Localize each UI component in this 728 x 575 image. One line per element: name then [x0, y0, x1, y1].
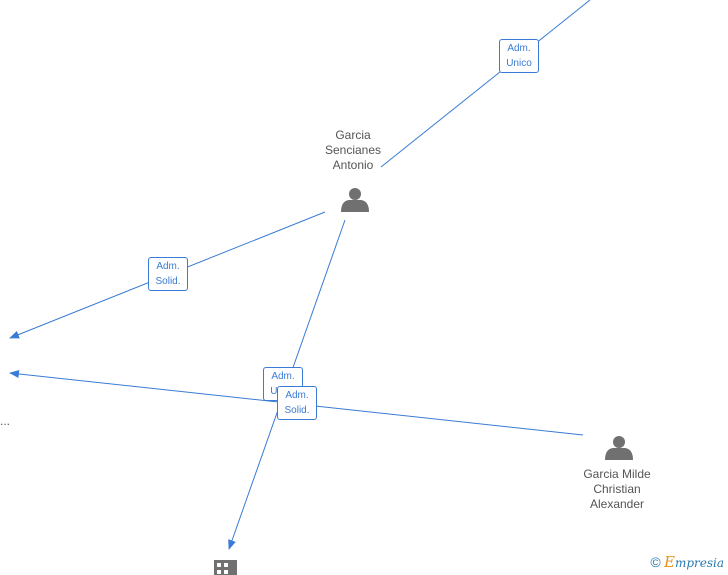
edge-top [380, 0, 591, 168]
brand-initial: E [663, 553, 675, 571]
label-line: Garcia Milde [583, 467, 651, 481]
edge-label-center-front[interactable]: Adm. Solid. [277, 386, 317, 420]
building-icon[interactable] [214, 560, 237, 575]
copyright-symbol: © [650, 554, 661, 570]
brand-name: mpresia [674, 556, 724, 570]
person-icon[interactable] [341, 188, 369, 212]
label-line: Garcia [335, 128, 371, 142]
empresia-watermark: © Empresia [650, 553, 724, 571]
edge-label-line: Adm. [285, 390, 309, 401]
edge-label-line: Unico [506, 58, 532, 69]
person-icon[interactable] [605, 436, 633, 460]
edge-label-top[interactable]: Adm. Unico [499, 39, 539, 73]
label-line: Christian [593, 482, 641, 496]
edge-label-line: Adm. [271, 371, 295, 382]
edge-label-line: Adm. [156, 261, 180, 272]
label-line: Alexander [589, 497, 645, 511]
edge-label-line: Solid. [284, 405, 310, 416]
truncated-node-label: ... [0, 414, 11, 428]
edge-label-line: Solid. [155, 276, 181, 287]
label-line: Sencianes [324, 143, 382, 157]
edge-label-left[interactable]: Adm. Solid. [148, 257, 188, 291]
node-label-garcia-sencianes[interactable]: Garcia Sencianes Antonio [293, 128, 413, 173]
edge-label-line: Adm. [507, 43, 531, 54]
node-label-garcia-milde[interactable]: Garcia Milde Christian Alexander [557, 467, 677, 512]
label-line: Antonio [332, 158, 374, 172]
